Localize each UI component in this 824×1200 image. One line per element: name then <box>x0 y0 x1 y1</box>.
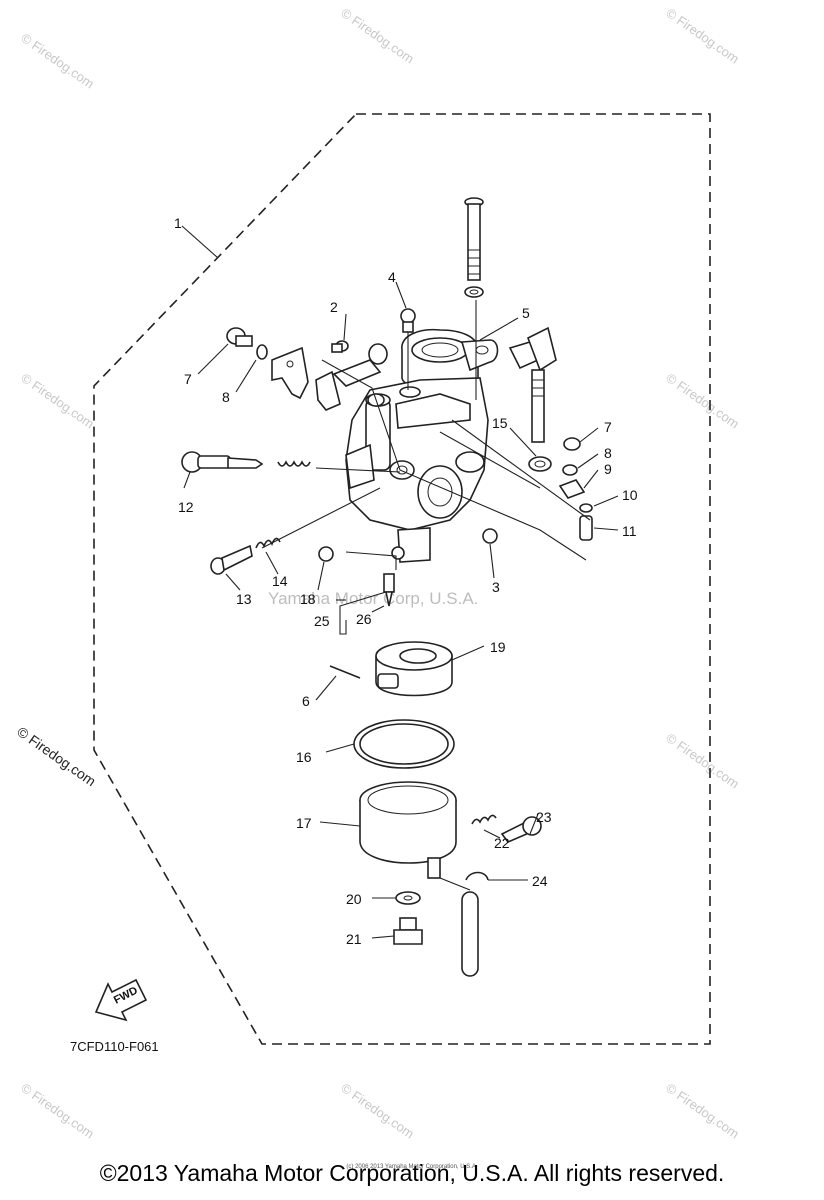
callout-6: 6 <box>302 693 310 709</box>
assembly-boundary <box>93 113 711 1045</box>
callout-8: 8 <box>604 445 612 461</box>
callout-5: 5 <box>522 305 530 321</box>
callout-9: 9 <box>604 461 612 477</box>
callout-3: 3 <box>492 579 500 595</box>
callout-7: 7 <box>604 419 612 435</box>
callout-23: 23 <box>536 809 552 825</box>
watermark: © Firedog.com <box>18 1080 97 1141</box>
float-bowl-part <box>359 781 457 879</box>
watermark: © Firedog.com <box>663 5 742 66</box>
watermark: © Firedog.com <box>663 1080 742 1141</box>
fwd-arrow-icon: FWD <box>94 978 148 1022</box>
watermarks: © Firedog.com © Firedog.com © Firedog.co… <box>14 5 742 1141</box>
diagram-code: 7CFD110-F061 <box>70 1039 159 1054</box>
callout-25: 25 <box>314 613 330 629</box>
callout-12: 12 <box>178 499 194 515</box>
callout-2: 2 <box>330 299 338 315</box>
watermark-center: Yamaha Motor Corp, U.S.A. <box>268 589 478 608</box>
watermark: © Firedog.com <box>338 5 417 66</box>
callout-10: 10 <box>622 487 638 503</box>
leader-lines <box>183 281 619 939</box>
callout-7b: 7 <box>184 371 192 387</box>
callout-4: 4 <box>388 269 396 285</box>
callout-17: 17 <box>296 815 312 831</box>
callout-15: 15 <box>492 415 508 431</box>
watermark: © Firedog.com <box>338 1080 417 1141</box>
small-parts <box>181 308 593 607</box>
float-part <box>329 641 453 697</box>
watermark: © Firedog.com <box>18 30 97 91</box>
gasket-part <box>353 719 455 769</box>
callout-20: 20 <box>346 891 362 907</box>
callout-24: 24 <box>532 873 548 889</box>
callout-21: 21 <box>346 931 362 947</box>
watermark: © Firedog.com <box>18 370 97 431</box>
callout-19: 19 <box>490 639 506 655</box>
callout-13: 13 <box>236 591 252 607</box>
callout-18: 18 <box>300 591 316 607</box>
watermark-left: © Firedog.com <box>14 723 99 789</box>
watermark: © Firedog.com <box>663 730 742 791</box>
callout-11: 11 <box>622 523 637 539</box>
long-screw-part <box>464 197 484 298</box>
copyright-notice: ©2013 Yamaha Motor Corporation, U.S.A. A… <box>99 1160 725 1186</box>
callout-14: 14 <box>272 573 288 589</box>
choke-shaft-part <box>508 326 557 443</box>
callout-16: 16 <box>296 749 312 765</box>
callout-1: 1 <box>174 215 182 231</box>
callouts: 1 2 3 4 5 6 7 8 9 10 11 12 13 14 15 16 1… <box>174 215 638 947</box>
callout-22: 22 <box>494 835 510 851</box>
tiny-copyright: (c) 2006 2013 Yamaha Motor Corporation, … <box>346 1164 478 1170</box>
callout-26: 26 <box>356 611 372 627</box>
callout-8b: 8 <box>222 389 230 405</box>
bracket-part <box>271 343 388 411</box>
watermark: © Firedog.com <box>663 370 742 431</box>
